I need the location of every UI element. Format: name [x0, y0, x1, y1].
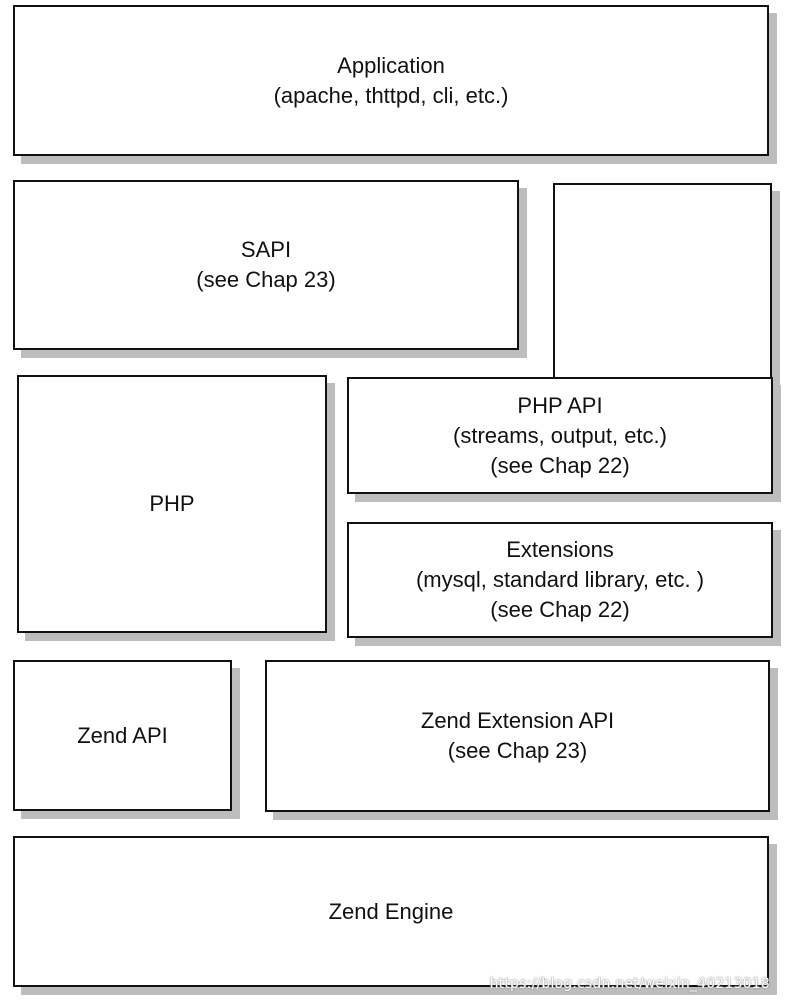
zend-engine-title: Zend Engine — [328, 898, 454, 924]
sapi-layer-box: SAPI (see Chap 23) — [13, 180, 519, 350]
php-api-note: (see Chap 22) — [490, 452, 630, 478]
sapi-side-box — [553, 183, 772, 381]
zend-extension-api-box: Zend Extension API (see Chap 23) — [265, 660, 770, 812]
application-title: Application — [337, 52, 445, 78]
zend-api-title: Zend API — [77, 722, 168, 748]
php-layer-box: PHP — [17, 375, 327, 633]
watermark-url: https://blog.csdn.net/weixin_40213018 — [489, 976, 770, 992]
application-layer-box: Application (apache, thttpd, cli, etc.) — [13, 5, 769, 156]
zend-extension-api-title: Zend Extension API — [420, 708, 615, 733]
extensions-note: (see Chap 22) — [490, 597, 630, 622]
php-api-subtitle: (streams, output, etc.) — [453, 422, 667, 448]
extensions-box: Extensions (mysql, standard library, etc… — [347, 522, 773, 638]
extensions-subtitle: (mysql, standard library, etc. ) — [415, 567, 705, 592]
zend-extension-api-subtitle: (see Chap 23) — [447, 738, 588, 763]
zend-engine-box: Zend Engine — [13, 836, 769, 987]
php-title: PHP — [149, 491, 195, 516]
extensions-title: Extensions — [506, 537, 614, 562]
sapi-title: SAPI — [240, 237, 292, 262]
zend-api-box: Zend API — [13, 660, 232, 811]
sapi-subtitle: (see Chap 23) — [196, 267, 336, 292]
application-subtitle: (apache, thttpd, cli, etc.) — [273, 82, 509, 108]
php-api-box: PHP API (streams, output, etc.) (see Cha… — [347, 377, 773, 494]
php-api-title: PHP API — [517, 392, 603, 418]
